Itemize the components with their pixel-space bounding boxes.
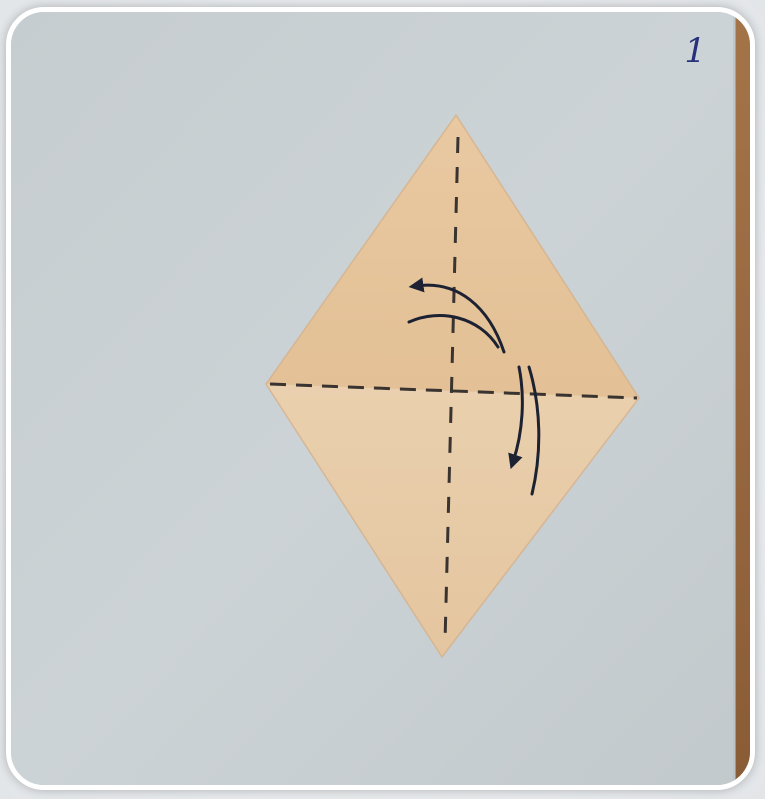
photo-card: 1: [6, 7, 755, 790]
wood-edge: [735, 12, 750, 785]
page-number: 1: [684, 34, 706, 68]
origami-photo: [11, 12, 750, 785]
